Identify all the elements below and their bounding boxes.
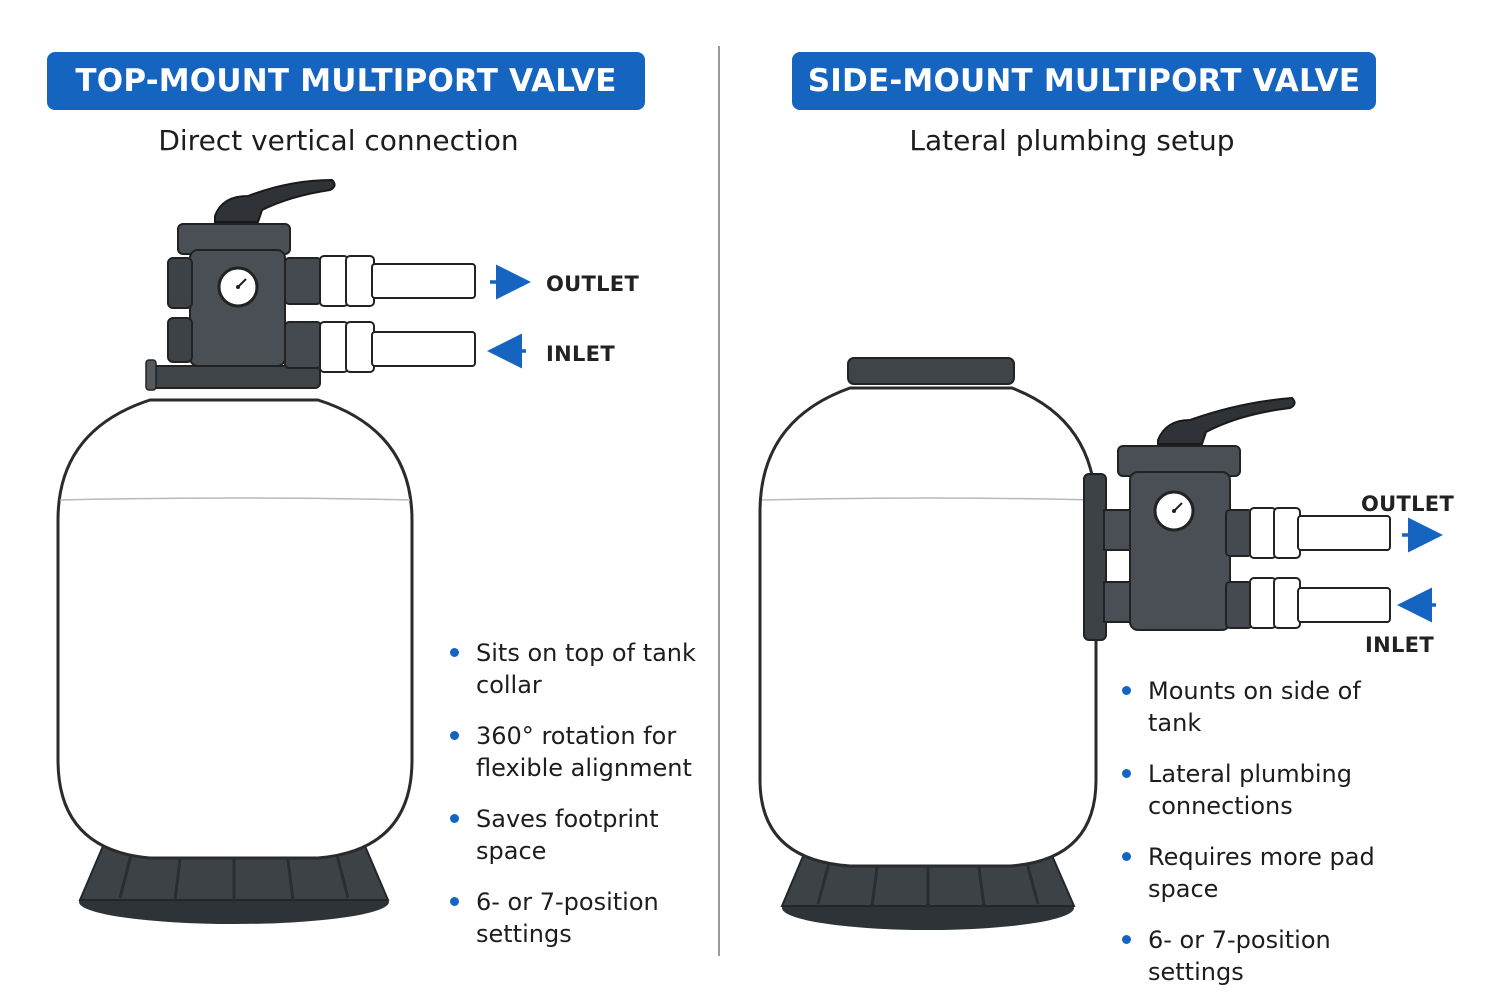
- panel-divider: [718, 46, 720, 956]
- left-outlet-label: OUTLET: [546, 272, 640, 296]
- list-item: Mounts on side of tank: [1120, 675, 1378, 739]
- right-title: SIDE-MOUNT MULTIPORT VALVE: [807, 63, 1361, 99]
- list-item: Lateral plumbing connections: [1120, 758, 1378, 822]
- list-item: 360° rotation for flexible alignment: [448, 720, 706, 784]
- top-mount-filter: [56, 178, 531, 924]
- right-outlet-label: OUTLET: [1361, 492, 1455, 516]
- list-item: 6- or 7-position settings: [1120, 924, 1378, 988]
- right-feature-list: Mounts on side of tank Lateral plumbing …: [1120, 675, 1378, 1007]
- list-item: Saves footprint space: [448, 803, 706, 867]
- left-title: TOP-MOUNT MULTIPORT VALVE: [75, 63, 617, 99]
- left-subtitle: Direct vertical connection: [158, 124, 519, 157]
- right-title-banner: SIDE-MOUNT MULTIPORT VALVE: [792, 52, 1376, 110]
- tank-body-left: [56, 398, 414, 860]
- pressure-gauge-icon: [217, 266, 259, 308]
- list-item: 6- or 7-position settings: [448, 886, 706, 950]
- tank-body-right: [758, 386, 1098, 868]
- right-subtitle: Lateral plumbing setup: [909, 124, 1235, 157]
- pressure-gauge-icon-right: [1153, 490, 1195, 532]
- left-inlet-label: INLET: [546, 342, 615, 366]
- multiport-valve-right: [1117, 396, 1391, 631]
- left-title-banner: TOP-MOUNT MULTIPORT VALVE: [47, 52, 645, 110]
- list-item: Sits on top of tank collar: [448, 637, 706, 701]
- right-inlet-label: INLET: [1365, 633, 1434, 657]
- side-mount-filter: [758, 357, 1443, 930]
- list-item: Requires more pad space: [1120, 841, 1378, 905]
- multiport-valve-left: [167, 178, 476, 373]
- left-feature-list: Sits on top of tank collar 360° rotation…: [448, 637, 706, 969]
